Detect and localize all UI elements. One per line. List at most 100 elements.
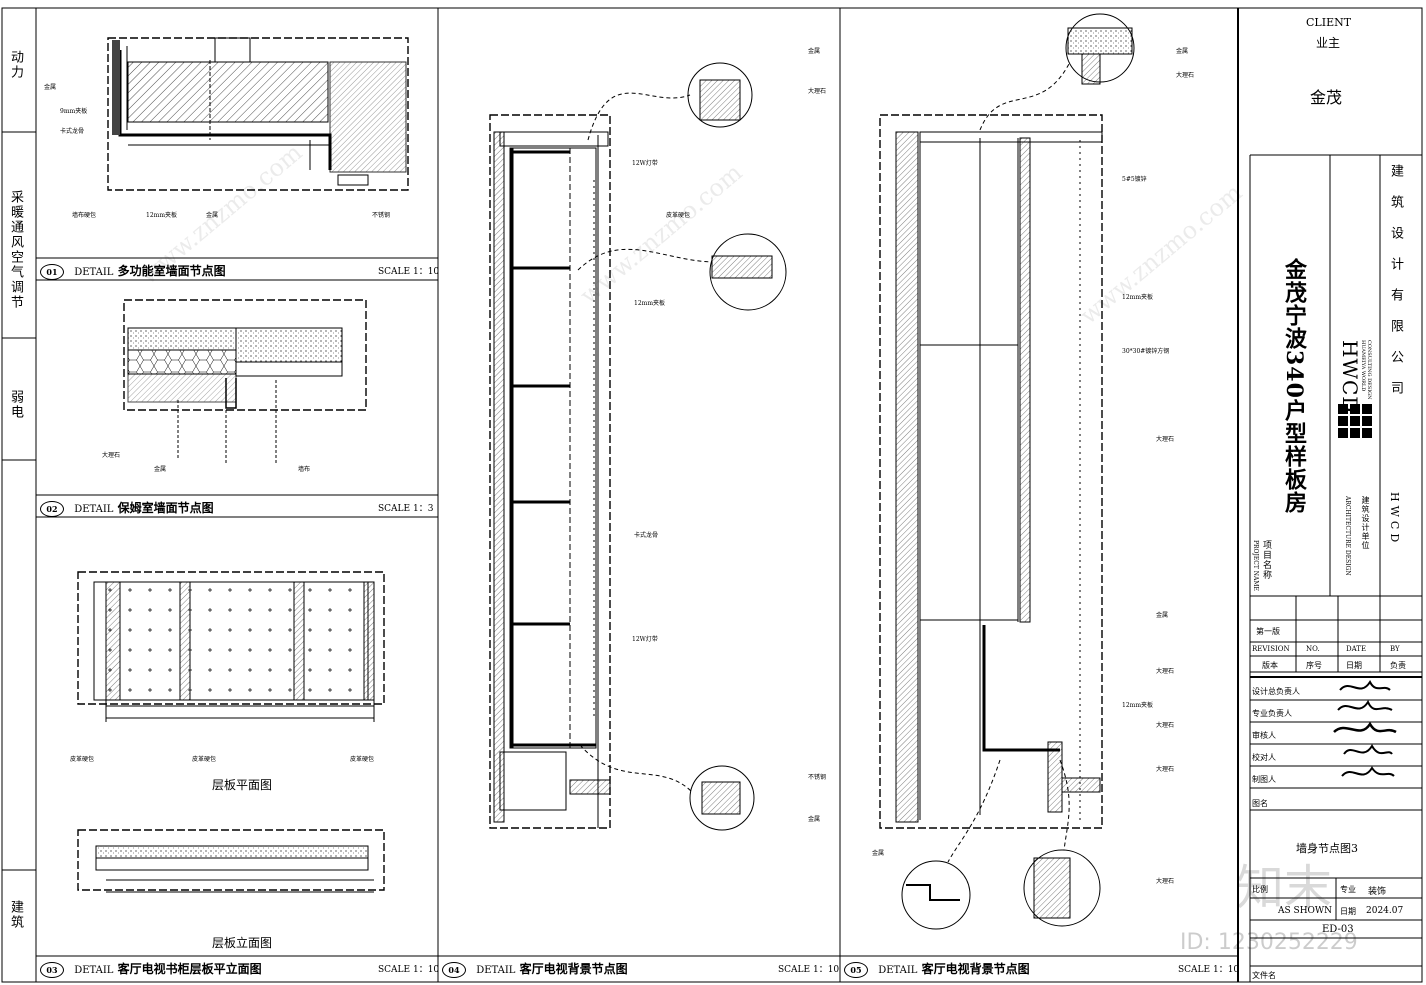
doc-label: 文件名 (1252, 971, 1276, 980)
d1-note: 12mm夹板 (146, 212, 178, 219)
detail-05-number: 05 (844, 962, 868, 978)
detail-01-number: 01 (40, 264, 64, 280)
project-title: 金茂宁波340户型样板房 (1281, 258, 1307, 514)
d5-note: 大理石 (1156, 766, 1175, 773)
detail-04-scale: SCALE 1：10 (778, 965, 840, 975)
detail-03-title: 03 DETAIL 客厅电视书柜层板平立面图 (40, 960, 262, 978)
company-sub2: CONSULTING DESIGN (1366, 340, 1372, 400)
d4-note: 大理石 (808, 88, 827, 95)
company-vertical-name: 建筑设计有限公司 (1388, 164, 1403, 412)
category-value: 装饰 (1368, 887, 1387, 897)
elevation-subtitle: 层板立面图 (212, 936, 273, 950)
d4-note: 金属 (808, 48, 821, 55)
d1-note: 卡式龙骨 (60, 128, 85, 135)
d5-note: 金属 (1156, 612, 1169, 619)
sign-role: 制图人 (1252, 775, 1276, 784)
detail-05-prefix: DETAIL (878, 965, 918, 976)
detail-02-title: 02 DETAIL 保姆室墙面节点图 (40, 499, 214, 517)
sign-role: 设计总负责人 (1252, 687, 1300, 696)
revision-date-label: DATE (1346, 645, 1367, 653)
d5-note: 金属 (1176, 48, 1189, 55)
d5-note: 5#5镀锌 (1122, 176, 1147, 183)
watermark-brand: 知末 (1236, 860, 1333, 916)
d1-note: 9mm夹板 (60, 108, 88, 115)
detail-03-name: 客厅电视书柜层板平立面图 (117, 962, 262, 976)
sign-role: 校对人 (1252, 753, 1276, 762)
detail-02-scale: SCALE 1：3 (378, 504, 434, 514)
d1-note: 金属 (44, 84, 57, 91)
detail-03-number: 03 (40, 962, 64, 978)
project-name-label-en: PROJECT NAME (1252, 540, 1259, 591)
discipline-hvac: 采暖通风空气调节 (8, 190, 23, 310)
d4-note: 金属 (808, 816, 821, 823)
d3-note: 皮革硬包 (192, 756, 217, 763)
discipline-architecture: 建筑 (8, 900, 23, 930)
date-value: 2024.07 (1366, 906, 1404, 916)
d4-note: 12mm夹板 (634, 300, 666, 307)
scale-value: AS SHOWN (1278, 906, 1333, 916)
revision-no-label-cn: 序号 (1306, 661, 1322, 670)
plan-subtitle: 层板平面图 (212, 778, 273, 792)
d2-note: 墙布 (298, 466, 311, 473)
detail-04-prefix: DETAIL (476, 965, 516, 976)
detail-05-scale: SCALE 1：10 (1178, 965, 1240, 975)
detail-01-title: 01 DETAIL 多功能室墙面节点图 (40, 262, 226, 280)
category-label: 专业 (1340, 885, 1356, 894)
d5-note: 大理石 (1156, 436, 1175, 443)
detail-01-name: 多功能室墙面节点图 (117, 264, 226, 278)
d1-note: 不锈钢 (372, 212, 391, 219)
d5-note: 12mm夹板 (1122, 294, 1154, 301)
discipline-low-voltage: 弱电 (8, 390, 23, 420)
d4-note: 12W灯带 (632, 160, 658, 167)
scale-label: 比例 (1252, 885, 1268, 894)
d3-note: 皮革硬包 (70, 756, 95, 763)
revision-label-cn: 版本 (1262, 661, 1278, 670)
d5-note: 大理石 (1176, 72, 1195, 79)
detail-04-name: 客厅电视背景节点图 (519, 962, 628, 976)
d5-note: 30*30#镀锌方钢 (1122, 348, 1170, 355)
watermark-id: ID: 1230252229 (1180, 930, 1358, 955)
company-unit-cn: 建筑设计单位 (1361, 496, 1370, 550)
detail-01-scale: SCALE 1：10 (378, 267, 440, 277)
detail-02-number: 02 (40, 501, 64, 517)
drawing-name: 墙身节点图3 (1296, 842, 1358, 855)
d5-note: 金属 (872, 850, 885, 857)
detail-05-name: 客厅电视背景节点图 (921, 962, 1030, 976)
detail-03-prefix: DETAIL (74, 965, 114, 976)
drawing-number: ED-03 (1322, 924, 1354, 935)
client-label-cn: 业主 (1316, 36, 1341, 50)
client-name: 金茂 (1310, 88, 1343, 107)
company-sub1: HUAMEIYA WORLD (1360, 340, 1366, 392)
d5-note: 大理石 (1156, 722, 1175, 729)
revision-no-label: NO. (1306, 645, 1320, 653)
d4-note: 12W灯带 (632, 636, 658, 643)
revision-label: REVISION (1252, 645, 1290, 653)
drawing-name-label: 图名 (1252, 799, 1268, 808)
revision-by-label-cn: 负责 (1390, 661, 1406, 670)
company-unit-en: ARCHITECTURE DESIGN (1344, 496, 1351, 576)
project-name-label-cn: 项目名称 (1261, 540, 1271, 580)
revision-date-label-cn: 日期 (1346, 661, 1362, 670)
d5-note: 12mm夹板 (1122, 702, 1154, 709)
detail-04-number: 04 (442, 962, 466, 978)
revision-by-label: BY (1390, 645, 1400, 653)
discipline-power: 动力 (8, 50, 23, 80)
d1-note: 墙布硬包 (72, 212, 97, 219)
d2-note: 金属 (154, 466, 167, 473)
logo-grid-icon (1338, 404, 1372, 438)
client-label-en: CLIENT (1306, 16, 1352, 29)
d5-note: 大理石 (1156, 878, 1175, 885)
company-vertical-brand: HWCD (1388, 492, 1401, 547)
company-logo-text: HWCD (1338, 340, 1362, 414)
detail-01-prefix: DETAIL (74, 267, 114, 278)
d5-note: 大理石 (1156, 668, 1175, 675)
detail-02-prefix: DETAIL (74, 504, 114, 515)
d4-note: 不锈钢 (808, 774, 827, 781)
detail-03-scale: SCALE 1：10 (378, 965, 440, 975)
detail-05-title: 05 DETAIL 客厅电视背景节点图 (844, 960, 1030, 978)
d1-note: 金属 (206, 212, 219, 219)
d4-note: 皮革硬包 (666, 212, 691, 219)
d3-note: 皮革硬包 (350, 756, 375, 763)
revision-first: 第一版 (1256, 627, 1280, 636)
